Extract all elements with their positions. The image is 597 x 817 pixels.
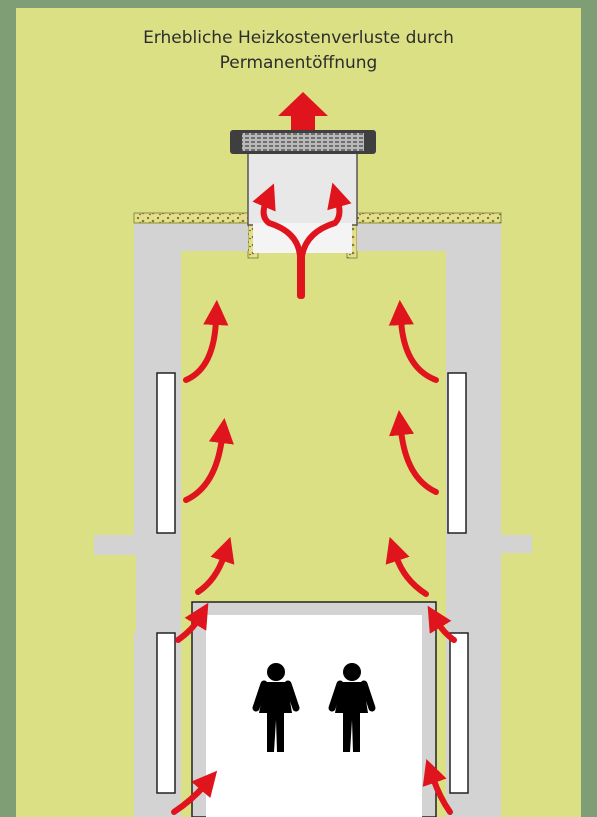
up-arrow-icon (278, 92, 328, 130)
heat-arrow-icon (183, 299, 229, 383)
entrance-hall (191, 601, 437, 817)
stairwell-diagram (94, 92, 532, 817)
person-icon (328, 663, 376, 752)
title-line-1: Erhebliche Heizkostenverluste durch (143, 28, 454, 48)
heat-arrow-icon (388, 299, 439, 383)
heat-arrow-icon (422, 758, 453, 815)
heat-arrow-icon (195, 536, 235, 595)
heat-arrow-icon (171, 770, 218, 815)
diagram-title: Erhebliche Heizkostenverluste durch Perm… (16, 26, 581, 76)
title-line-2: Permanentöffnung (219, 53, 378, 73)
heat-arrow-icon (175, 602, 209, 643)
heat-arrow-icon (388, 409, 439, 495)
heat-arrow-icon (299, 182, 352, 299)
diagram-panel: Erhebliche Heizkostenverluste durch Perm… (16, 8, 581, 817)
window-left-upper (156, 372, 176, 534)
right-landing-wall (446, 535, 532, 633)
window-right-upper (447, 372, 467, 534)
window-left-lower (156, 632, 176, 794)
heat-arrow-icon (183, 417, 234, 503)
right-upper-wall (357, 224, 501, 373)
window-right-lower (449, 632, 469, 794)
heat-flow-arrows (171, 182, 457, 815)
person-icon (252, 663, 300, 752)
left-upper-wall (134, 224, 248, 373)
heat-arrow-icon (427, 605, 457, 643)
left-landing-wall (94, 535, 181, 633)
heat-arrow-icon (385, 536, 429, 597)
heat-arrow-icon (252, 183, 303, 299)
windows (156, 372, 469, 794)
